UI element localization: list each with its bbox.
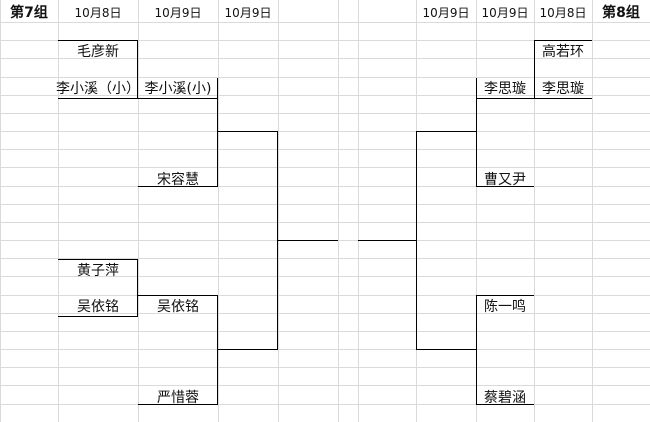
- player-right-r1-2: 李思璇: [542, 81, 584, 97]
- bracket-line: [138, 186, 218, 187]
- player-right-r1-1: 高若环: [542, 44, 584, 60]
- bracket-line: [217, 78, 218, 187]
- bracket-line: [218, 131, 278, 132]
- player-left-r2-4: 严惜蓉: [157, 390, 199, 406]
- bracket-line: [137, 40, 138, 99]
- player-right-r2-3: 陈一鸣: [484, 299, 526, 315]
- bracket-line: [58, 40, 138, 41]
- bracket-line: [476, 78, 477, 187]
- group-7-title: 第7组: [10, 5, 48, 21]
- bracket-line: [416, 131, 417, 350]
- bracket-line: [58, 259, 138, 260]
- bracket-line: [138, 295, 218, 296]
- group-8-title: 第8组: [602, 5, 640, 21]
- date-header-right-round2: 10月9日: [481, 5, 529, 20]
- player-left-r1-1: 毛彦新: [77, 44, 119, 60]
- bracket-line: [476, 295, 534, 296]
- player-left-r1-4: 吴依铭: [77, 299, 119, 315]
- bracket-line: [278, 240, 338, 241]
- bracket-line: [58, 316, 138, 317]
- bracket-line: [534, 40, 592, 41]
- bracket-line: [534, 40, 535, 99]
- date-header-right-round3: 10月9日: [422, 5, 470, 20]
- bracket-line: [58, 98, 218, 99]
- bracket-line: [416, 131, 476, 132]
- bracket-line: [137, 259, 138, 317]
- date-header-right-round1: 10月8日: [539, 5, 587, 20]
- bracket-line: [217, 295, 218, 405]
- bracket-line: [218, 349, 278, 350]
- bracket-line: [358, 240, 416, 241]
- bracket-line: [476, 295, 477, 405]
- player-left-r2-3: 吴依铭: [157, 299, 199, 315]
- bracket-line: [476, 186, 534, 187]
- date-header-left-round3: 10月9日: [224, 5, 272, 20]
- date-header-left-round2: 10月9日: [154, 5, 202, 20]
- bracket-line: [277, 131, 278, 350]
- player-left-r2-1: 李小溪(小): [144, 81, 212, 97]
- bracket-line: [138, 404, 218, 405]
- player-right-r2-1: 李思璇: [484, 81, 526, 97]
- player-left-r1-3: 黄子萍: [77, 263, 119, 279]
- player-right-r2-4: 蔡碧涵: [484, 390, 526, 406]
- player-left-r2-2: 宋容慧: [157, 172, 199, 188]
- bracket-line: [476, 404, 534, 405]
- player-left-r1-2: 李小溪（小）: [56, 81, 140, 97]
- date-header-left-round1: 10月8日: [74, 5, 122, 20]
- bracket-line: [416, 349, 476, 350]
- player-right-r2-2: 曹又尹: [484, 172, 526, 188]
